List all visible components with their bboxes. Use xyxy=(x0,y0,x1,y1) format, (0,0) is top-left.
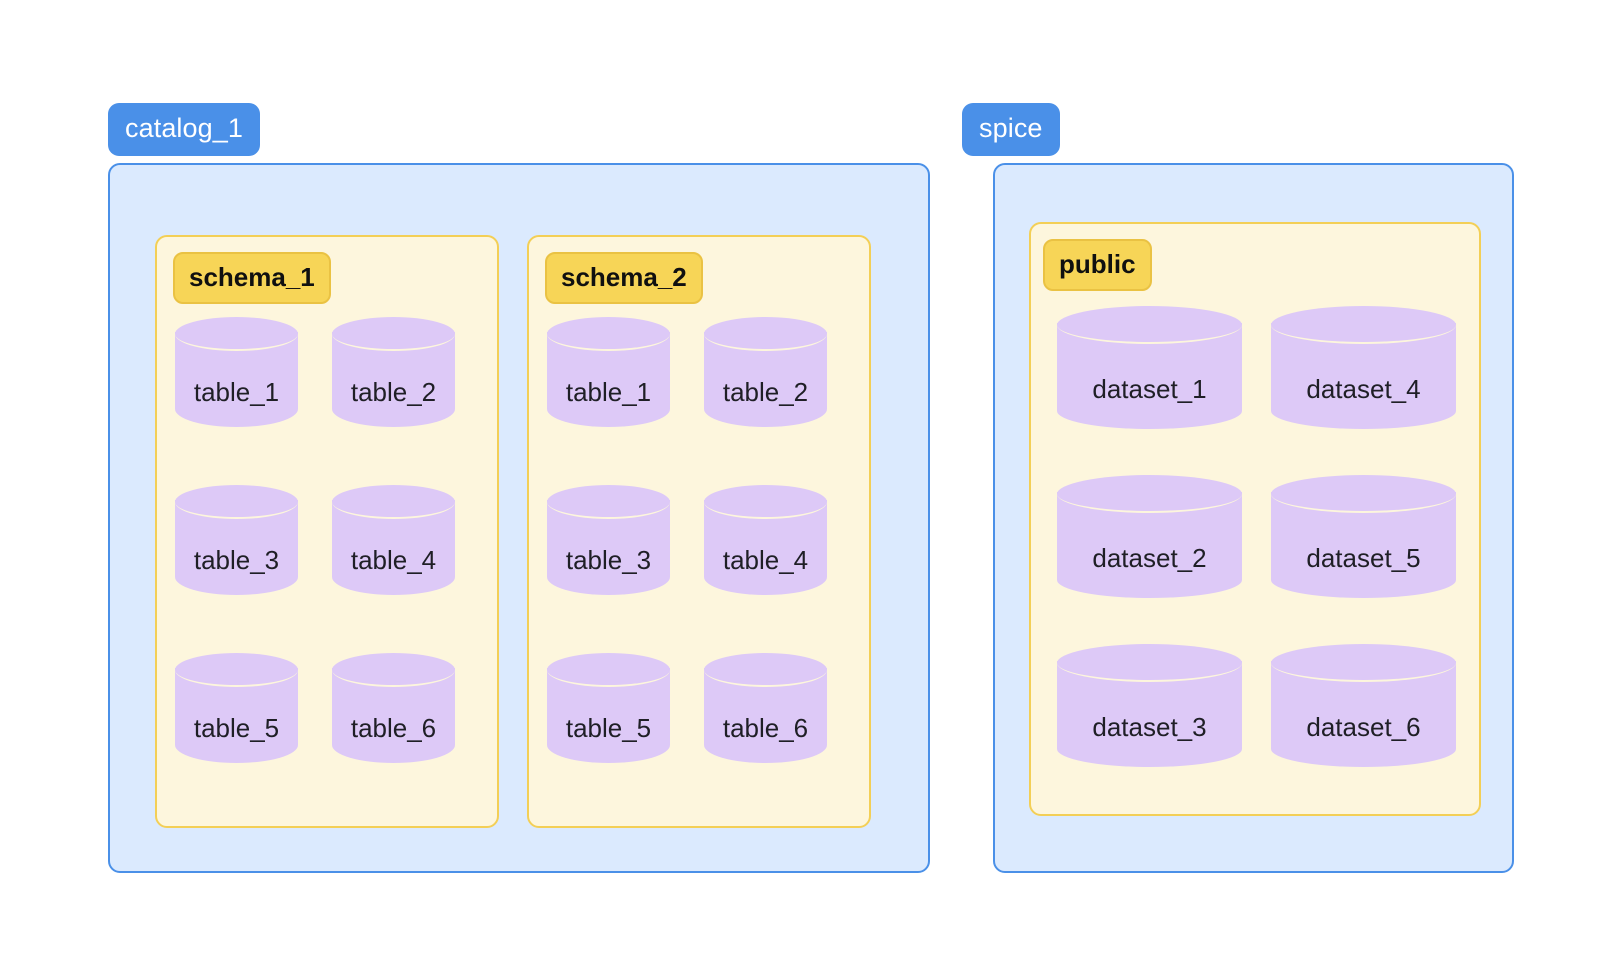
dataset-label: dataset_1 xyxy=(1092,374,1207,404)
cylinder-shape xyxy=(175,317,298,427)
cylinder-shape xyxy=(547,485,670,595)
cylinder-shape xyxy=(1271,475,1456,598)
schema-card-schema_1: schema_1 table_1 table_2 xyxy=(155,235,499,828)
table-cylinder[interactable]: table_2 xyxy=(332,317,455,427)
table-cylinder[interactable]: table_6 xyxy=(704,653,827,763)
dataset-cylinder[interactable]: dataset_6 xyxy=(1271,644,1456,767)
table-label: table_6 xyxy=(350,713,437,743)
dataset-label: dataset_6 xyxy=(1306,712,1421,742)
table-label: table_5 xyxy=(193,713,280,743)
table-cylinder[interactable]: table_5 xyxy=(175,653,298,763)
table-label: table_2 xyxy=(722,377,809,407)
table-cylinder[interactable]: table_2 xyxy=(704,317,827,427)
cylinder-shape xyxy=(332,653,455,763)
cylinder-shape xyxy=(1271,306,1456,429)
table-cylinder[interactable]: table_5 xyxy=(547,653,670,763)
schema-badge-schema_2[interactable]: schema_2 xyxy=(545,252,703,304)
catalog-body-catalog_1: schema_1 table_1 table_2 xyxy=(108,163,930,873)
cylinder-shape xyxy=(547,317,670,427)
catalog-group-spice: spice public dataset_1 xyxy=(962,103,1514,873)
schema-badge-schema_1[interactable]: schema_1 xyxy=(173,252,331,304)
cylinder-shape xyxy=(175,653,298,763)
table-cylinder[interactable]: table_3 xyxy=(547,485,670,595)
table-cylinder[interactable]: table_6 xyxy=(332,653,455,763)
catalog-badge-catalog_1[interactable]: catalog_1 xyxy=(108,103,260,156)
table-label: table_6 xyxy=(722,713,809,743)
cylinder-shape xyxy=(1057,306,1242,429)
dataset-label: dataset_5 xyxy=(1306,543,1421,573)
cylinder-shape xyxy=(332,485,455,595)
dataset-cylinder[interactable]: dataset_5 xyxy=(1271,475,1456,598)
schema-card-public: public dataset_1 dataset_4 xyxy=(1029,222,1481,816)
cylinder-shape xyxy=(175,485,298,595)
table-cylinder[interactable]: table_4 xyxy=(332,485,455,595)
table-cylinder[interactable]: table_4 xyxy=(704,485,827,595)
schema-card-schema_2: schema_2 table_1 table_2 xyxy=(527,235,871,828)
dataset-label: dataset_4 xyxy=(1306,374,1421,404)
table-label: table_1 xyxy=(565,377,652,407)
dataset-cylinder[interactable]: dataset_3 xyxy=(1057,644,1242,767)
table-label: table_2 xyxy=(350,377,437,407)
cylinder-shape xyxy=(547,653,670,763)
catalog-badge-spice[interactable]: spice xyxy=(962,103,1060,156)
dataset-cylinder[interactable]: dataset_4 xyxy=(1271,306,1456,429)
schema-badge-public[interactable]: public xyxy=(1043,239,1152,291)
cylinder-shape xyxy=(704,317,827,427)
table-label: table_5 xyxy=(565,713,652,743)
table-label: table_4 xyxy=(350,545,437,575)
table-label: table_4 xyxy=(722,545,809,575)
table-label: table_1 xyxy=(193,377,280,407)
cylinder-shape xyxy=(704,653,827,763)
cylinder-shape xyxy=(1271,644,1456,767)
table-cylinder[interactable]: table_1 xyxy=(175,317,298,427)
dataset-cylinder[interactable]: dataset_1 xyxy=(1057,306,1242,429)
cylinder-shape xyxy=(1057,475,1242,598)
table-label: table_3 xyxy=(193,545,280,575)
table-label: table_3 xyxy=(565,545,652,575)
table-cylinder[interactable]: table_1 xyxy=(547,317,670,427)
catalog-body-spice: public dataset_1 dataset_4 xyxy=(993,163,1514,873)
dataset-label: dataset_2 xyxy=(1092,543,1207,573)
cylinder-shape xyxy=(704,485,827,595)
cylinder-shape xyxy=(332,317,455,427)
table-cylinder[interactable]: table_3 xyxy=(175,485,298,595)
dataset-cylinder[interactable]: dataset_2 xyxy=(1057,475,1242,598)
dataset-label: dataset_3 xyxy=(1092,712,1207,742)
catalog-group-catalog_1: catalog_1 schema_1 table_1 xyxy=(108,103,930,873)
cylinder-shape xyxy=(1057,644,1242,767)
